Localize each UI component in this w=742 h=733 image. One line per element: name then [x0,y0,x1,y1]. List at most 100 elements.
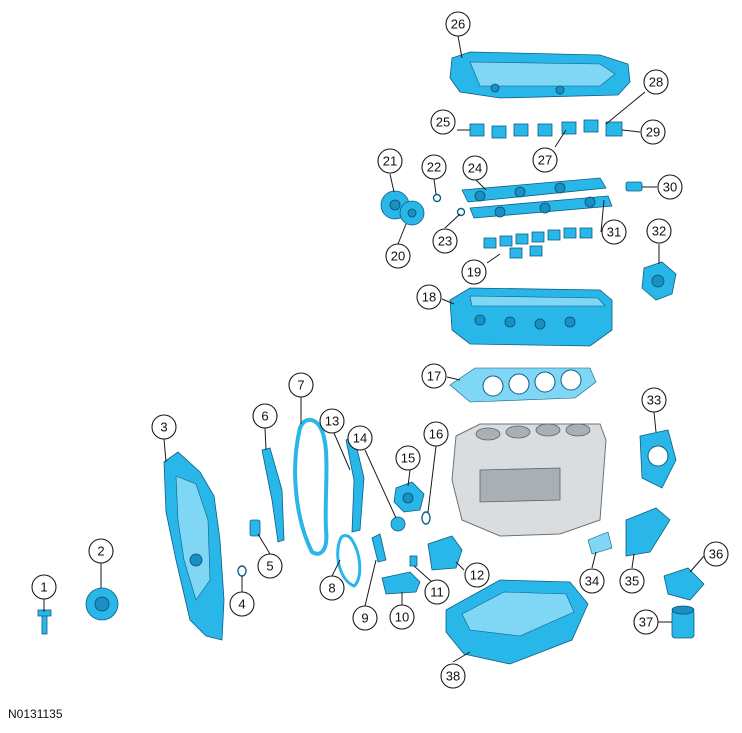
svg-text:27: 27 [538,153,552,168]
part-36 [663,567,705,601]
callout-19: 19 [461,259,487,285]
svg-text:33: 33 [647,393,661,408]
svg-text:4: 4 [238,597,245,612]
callout-27: 27 [532,147,558,173]
part-water-pump [393,481,425,513]
svg-text:11: 11 [430,585,444,600]
svg-text:9: 9 [361,611,368,626]
part-16 [421,511,431,525]
part-engine-block [451,423,607,537]
part-oil-pump-chain [336,534,362,588]
part-oil-pump [381,571,421,595]
svg-text:35: 35 [625,574,639,589]
svg-text:22: 22 [427,160,441,175]
svg-text:29: 29 [646,125,660,140]
callout-38: 38 [440,663,466,689]
callout-25: 25 [430,109,456,135]
callout-36: 36 [703,541,729,567]
part-tappets [483,227,593,259]
svg-text:37: 37 [639,615,653,630]
svg-text:2: 2 [97,544,104,559]
callout-4: 4 [229,591,255,617]
callout-29: 29 [640,119,666,145]
callout-6: 6 [252,403,278,429]
part-cam-caps [469,119,623,139]
part-35 [625,507,671,557]
part-crank-pulley [85,587,119,621]
callout-2: 2 [88,538,114,564]
svg-text:38: 38 [446,669,460,684]
callout-16: 16 [423,421,449,447]
callout-12: 12 [464,562,490,588]
callout-20: 20 [385,243,411,269]
svg-text:8: 8 [328,581,335,596]
callout-1: 1 [31,574,57,600]
svg-text:32: 32 [652,224,666,239]
callout-17: 17 [421,363,447,389]
callout-10: 10 [389,604,415,630]
callout-9: 9 [352,605,378,631]
svg-text:26: 26 [451,17,465,32]
svg-text:17: 17 [427,369,441,384]
part-cylinder-head [449,287,613,347]
svg-text:19: 19 [467,265,481,280]
svg-text:14: 14 [353,431,367,446]
part-34 [587,531,613,555]
callout-31: 31 [601,219,627,245]
part-head-gasket [449,367,597,403]
svg-text:6: 6 [261,409,268,424]
svg-text:3: 3 [160,420,167,435]
callout-33: 33 [641,387,667,413]
callout-7: 7 [288,372,314,398]
part-9 [371,533,387,563]
callout-11: 11 [424,579,450,605]
callout-34: 34 [579,568,605,594]
part-tensioner [249,519,261,537]
part-timing-chain [293,417,329,556]
part-oil-filter [671,605,695,639]
callout-28: 28 [643,69,669,95]
svg-text:20: 20 [391,249,405,264]
svg-text:23: 23 [438,234,452,249]
part-oil-pan [445,579,589,665]
callout-23: 23 [432,228,458,254]
svg-text:18: 18 [422,290,436,305]
part-seals-small [432,193,466,217]
svg-text:5: 5 [266,559,273,574]
svg-text:30: 30 [663,180,677,195]
part-12 [427,535,463,571]
callout-14: 14 [347,425,373,451]
part-32 [641,261,677,301]
part-33 [639,429,677,489]
svg-text:31: 31 [607,225,621,240]
callout-5: 5 [257,553,283,579]
callout-24: 24 [462,155,488,181]
part-camshafts [461,177,613,219]
callout-37: 37 [633,609,659,635]
svg-text:34: 34 [585,574,599,589]
figure-id: N0131135 [8,707,63,721]
svg-text:28: 28 [649,75,663,90]
part-chain-guide [261,447,285,543]
svg-text:16: 16 [429,427,443,442]
svg-text:25: 25 [436,115,450,130]
svg-text:24: 24 [468,161,482,176]
leader-lines [43,35,705,663]
callout-30: 30 [657,174,683,200]
part-bolt [37,609,52,635]
svg-text:21: 21 [383,154,397,169]
part-cam-sprockets [380,190,425,226]
part-30 [625,181,643,192]
svg-text:36: 36 [709,547,723,562]
svg-text:1: 1 [40,580,47,595]
part-14 [390,516,406,532]
part-timing-cover [163,451,225,641]
callout-22: 22 [421,154,447,180]
svg-text:10: 10 [395,610,409,625]
part-cam-cover [449,51,631,99]
callout-18: 18 [416,284,442,310]
part-o-ring [237,565,247,577]
callout-13: 13 [319,408,345,434]
callout-32: 32 [646,218,672,244]
